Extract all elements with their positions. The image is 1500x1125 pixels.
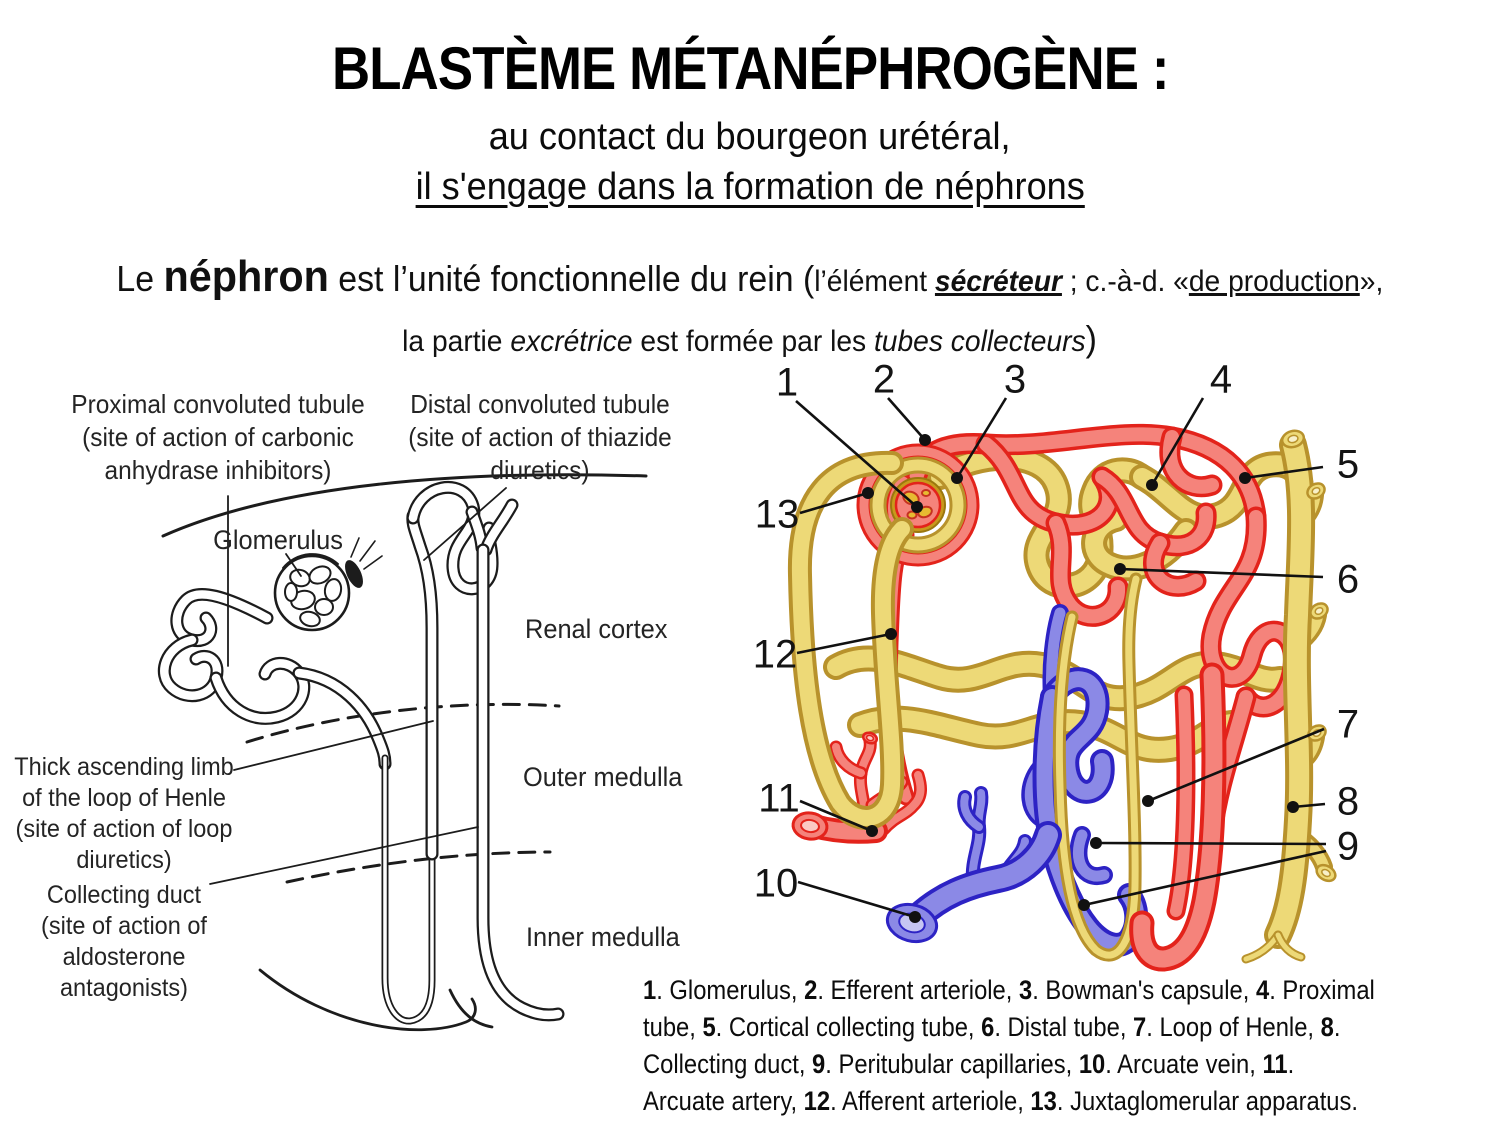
venous-network — [1030, 613, 1136, 945]
label-glomerulus: Glomerulus — [213, 525, 343, 555]
label-collecting-duct: Collecting duct (site of action of aldos… — [41, 881, 207, 1002]
label-thick-ascending-limb: Thick ascending limb of the loop of Henl… — [14, 753, 234, 874]
callout-7: 7 — [1336, 702, 1360, 747]
caption-line: tube, 5. Cortical collecting tube, 6. Di… — [643, 1012, 1341, 1042]
label-renal-cortex: Renal cortex — [525, 614, 668, 644]
arcuate-artery-open-end — [791, 811, 829, 841]
callout-1: 1 — [775, 360, 799, 405]
callout-3: 3 — [1003, 357, 1027, 402]
caption-line: Collecting duct, 9. Peritubular capillar… — [643, 1049, 1295, 1079]
label-proximal-convoluted-tubule: Proximal convoluted tubule (site of acti… — [71, 389, 365, 485]
cortex-medulla-dashed-line — [245, 702, 561, 744]
callout-13: 13 — [754, 492, 800, 537]
figure-caption: 1. Glomerulus, 2. Efferent arteriole, 3.… — [643, 972, 1500, 1120]
papilla-arcs — [258, 968, 494, 1032]
macula-densa-lens — [345, 560, 363, 588]
caption-line: 1. Glomerulus, 2. Efferent arteriole, 3.… — [643, 975, 1375, 1005]
glomerulus-ball — [273, 537, 383, 632]
arcuate-artery-group — [791, 731, 920, 841]
label-inner-medulla: Inner medulla — [526, 922, 680, 952]
collecting-duct-open-ends — [1280, 429, 1337, 883]
page-title-text: BLASTÈME MÉTANÉPHROGÈNE : — [331, 35, 1169, 102]
nephron-line-art — [20, 473, 648, 1032]
loop-of-henle-thin-limb — [385, 758, 432, 1021]
nephron-color-diagram: 1 2 3 4 5 6 7 8 9 10 11 12 13 — [740, 358, 1485, 980]
kidney-boundaries — [161, 473, 648, 884]
callout-9: 9 — [1336, 824, 1360, 869]
label-outer-medulla: Outer medulla — [523, 762, 683, 792]
outer-inner-medulla-dashed-line — [285, 850, 552, 884]
intro-line2: la partie excrétrice est formée par les … — [402, 318, 1098, 359]
label-distal-convoluted-tubule: Distal convoluted tubule (site of action… — [408, 389, 672, 485]
callout-5: 5 — [1336, 442, 1360, 487]
callout-10: 10 — [753, 861, 799, 906]
subtitle-line1: au contact du bourgeon urétéral, — [489, 116, 1011, 158]
caption-line: Arcuate artery, 12. Afferent arteriole, … — [643, 1086, 1358, 1116]
intro-line1: Le néphron est l’unité fonctionnelle du … — [116, 252, 1384, 301]
callout-12: 12 — [752, 632, 798, 677]
subtitle-line2: il s'engage dans la formation de néphron… — [415, 166, 1085, 208]
callout-2: 2 — [872, 357, 896, 402]
nephron-line-diagram: Proximal convoluted tubule (site of acti… — [14, 378, 700, 1068]
callout-4: 4 — [1209, 357, 1233, 402]
callout-6: 6 — [1336, 557, 1360, 602]
left-leader-lines — [209, 487, 507, 885]
collecting-duct-group — [1246, 429, 1337, 959]
juxtaglomerular-lines — [350, 537, 383, 570]
callout-8: 8 — [1336, 779, 1360, 824]
page-title: BLASTÈME MÉTANÉPHROGÈNE : — [0, 34, 1500, 103]
nephron-color-art — [740, 397, 1337, 980]
callout-11: 11 — [758, 776, 800, 821]
callout-leader-lines — [795, 397, 1327, 923]
